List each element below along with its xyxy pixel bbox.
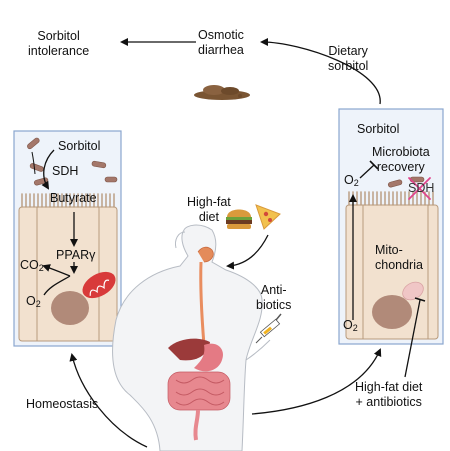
right-gut-panel (338, 108, 444, 378)
sorbitol-intolerance-label: Sorbitol intolerance (28, 29, 90, 58)
arrow-to-dysbiosis (251, 348, 382, 415)
antibiotics-label: Anti- biotics (256, 283, 292, 312)
high-fat-diet-label: High-fat diet (187, 195, 231, 224)
right-o2-bottom-label: O2 (343, 318, 358, 333)
left-epithelium (18, 193, 118, 342)
left-nucleus (51, 291, 89, 325)
inhibit-line-o2-microbiota (359, 164, 375, 179)
inhibit-bar-mito (414, 297, 426, 302)
right-bacteria (387, 176, 425, 188)
left-mitochondrion (82, 271, 116, 299)
inhibit-line-to-mito (404, 299, 421, 378)
burger-icon (226, 209, 252, 229)
arrow-sorbitol-to-diarrhea (260, 38, 381, 105)
butyrate-label: Butyrate (50, 191, 97, 205)
left-sorbitol-label: Sorbitol (58, 139, 101, 153)
arrow-to-homeostasis (69, 353, 148, 448)
dietary-sorbitol-label: Dietary sorbitol (328, 44, 369, 73)
arrow-sorbitol-to-butyrate (41, 149, 55, 190)
syringe-icon (255, 313, 282, 344)
right-nucleus (372, 295, 412, 329)
pizza-icon (255, 204, 281, 230)
left-o2-label: O2 (26, 294, 41, 309)
right-epithelium (345, 191, 439, 340)
bacterium-flagellum (31, 151, 36, 175)
right-sdh-label: SDH (408, 181, 435, 195)
mitochondria-label: Mito- chondria (375, 243, 423, 272)
inhibit-bar-microbiota (369, 160, 379, 170)
arrow-o2-consumption (43, 275, 71, 296)
right-o2-top-label: O2 (344, 173, 359, 188)
co2-label: CO2 (20, 258, 44, 273)
high-fat-antibiotics-label: High-fat diet + antibiotics (355, 380, 423, 409)
arrow-to-co2 (42, 264, 71, 277)
human-figure (112, 224, 271, 451)
left-gut-panel (13, 130, 122, 347)
microbiota-recovery-label: Microbiota recovery (372, 145, 430, 174)
right-sorbitol-label: Sorbitol (357, 122, 400, 136)
sdh-crossed-out (408, 177, 431, 200)
ppar-gamma-label: PPARγ (56, 248, 96, 262)
homeostasis-label: Homeostasis (26, 397, 99, 411)
stool-icon (194, 85, 250, 100)
arrow-food-to-mouth (226, 234, 269, 270)
osmotic-diarrhea-label: Osmotic diarrhea (198, 28, 244, 57)
left-sdh-label: SDH (52, 164, 79, 178)
